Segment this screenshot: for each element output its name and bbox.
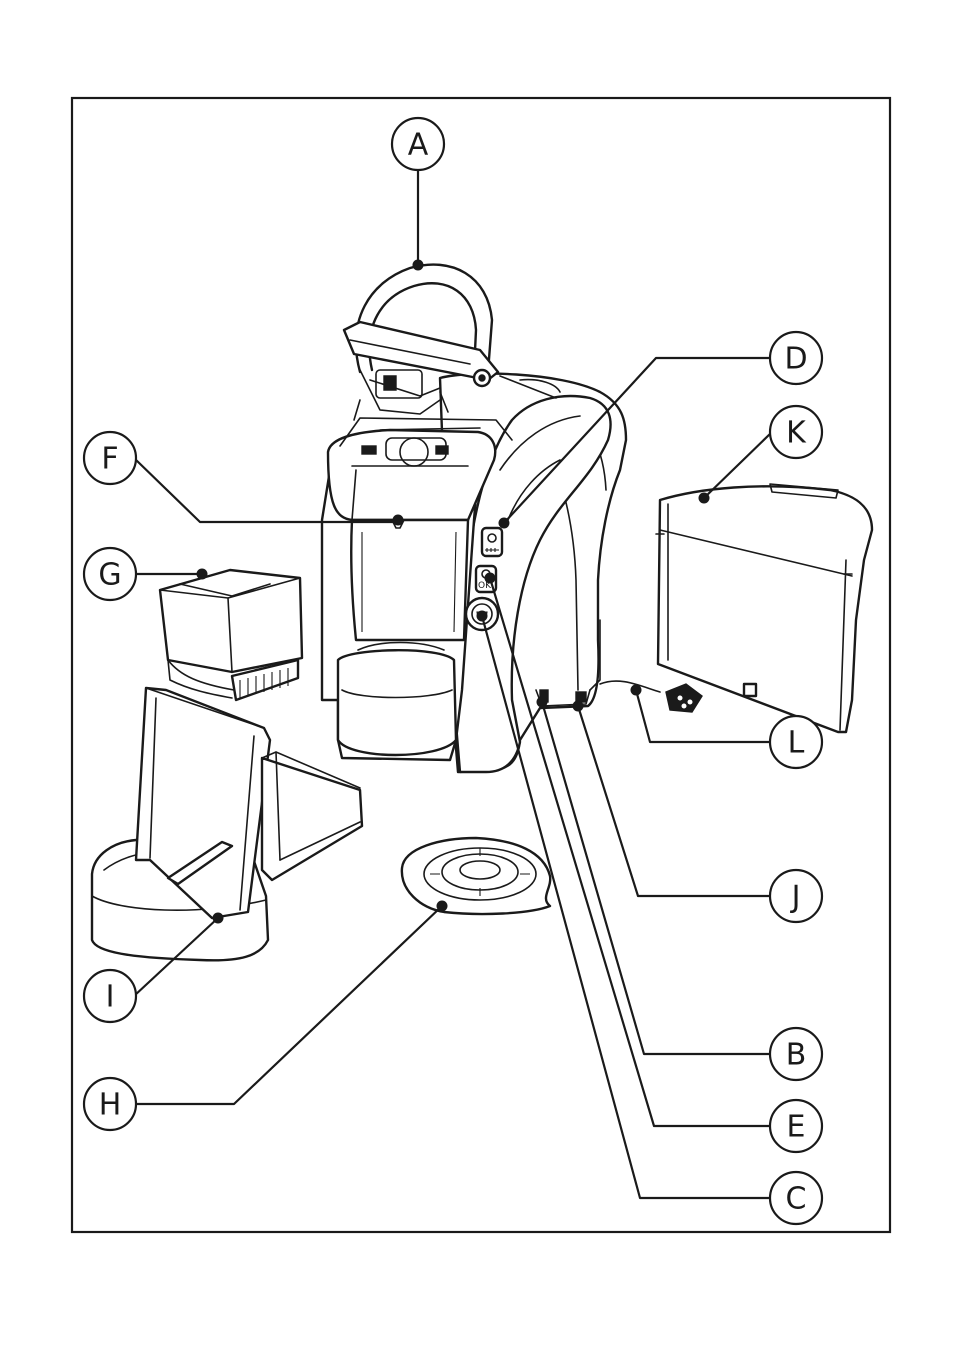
callout-j: J: [770, 870, 822, 922]
power-plug: [600, 681, 702, 712]
callout-l: L: [770, 716, 822, 768]
callout-a: A: [392, 118, 444, 170]
drip-tray: [92, 688, 362, 960]
callout-k: K: [770, 406, 822, 458]
callout-i-label: I: [106, 980, 115, 1015]
leader-j: [578, 706, 770, 896]
callout-f-label: F: [101, 442, 118, 477]
callout-d-label: D: [784, 342, 807, 377]
leader-b: [542, 702, 770, 1054]
callout-d: D: [770, 332, 822, 384]
callout-f: F: [84, 432, 136, 484]
callout-e-label: E: [787, 1110, 806, 1145]
callout-b-label: B: [786, 1038, 807, 1073]
callout-a-label: A: [408, 128, 429, 163]
callout-b: B: [770, 1028, 822, 1080]
drip-grid: [402, 838, 550, 914]
callout-l-label: L: [788, 726, 805, 761]
callout-c-label: C: [786, 1182, 807, 1217]
callout-h-label: H: [99, 1088, 122, 1123]
callout-k-label: K: [786, 416, 807, 451]
callout-c: C: [770, 1172, 822, 1224]
callout-e: E: [770, 1100, 822, 1152]
callout-h: H: [84, 1078, 136, 1130]
callout-i: I: [84, 970, 136, 1022]
callout-g-label: G: [98, 558, 121, 593]
callout-j-label: J: [790, 880, 801, 915]
callout-g: G: [84, 548, 136, 600]
water-container: [160, 570, 302, 700]
